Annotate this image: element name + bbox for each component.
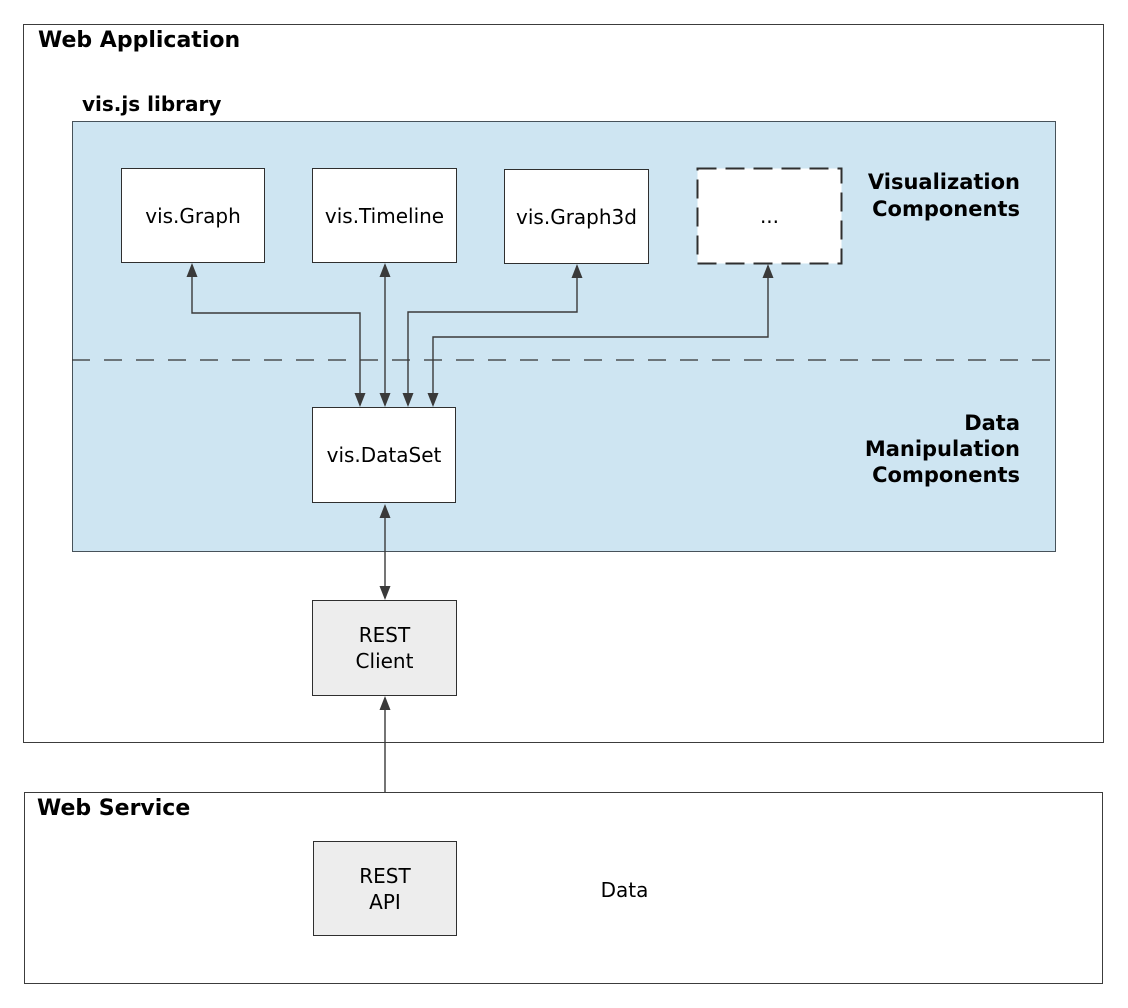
rest-api-label: REST API <box>359 863 411 914</box>
vis-graph-label: vis.Graph <box>145 203 241 228</box>
visualization-components-label: Visualization Components <box>867 170 1020 221</box>
data-store-label-wrap: Data <box>552 856 697 924</box>
vis-timeline-box: vis.Timeline <box>312 168 457 263</box>
rest-client-box: REST Client <box>312 600 457 696</box>
data-store-label: Data <box>600 878 649 902</box>
web-application-title: Web Application <box>38 28 241 53</box>
web-service-title: Web Service <box>37 796 191 821</box>
vis-timeline-label: vis.Timeline <box>324 203 445 228</box>
web-service-container <box>24 792 1103 984</box>
vis-graph3d-box: vis.Graph3d <box>504 169 649 264</box>
vis-graph-box: vis.Graph <box>121 168 265 263</box>
vis-dataset-box: vis.DataSet <box>312 407 456 503</box>
data-manipulation-components-label: Data Manipulation Components <box>864 411 1020 487</box>
rest-api-box: REST API <box>313 841 457 936</box>
visjs-library-label: vis.js library <box>82 92 222 116</box>
vis-graph3d-label: vis.Graph3d <box>516 204 637 229</box>
vis-dataset-label: vis.DataSet <box>326 443 442 467</box>
more-components-box: ... <box>697 168 842 263</box>
rest-client-label: REST Client <box>355 623 414 673</box>
more-components-label: ... <box>759 203 780 228</box>
